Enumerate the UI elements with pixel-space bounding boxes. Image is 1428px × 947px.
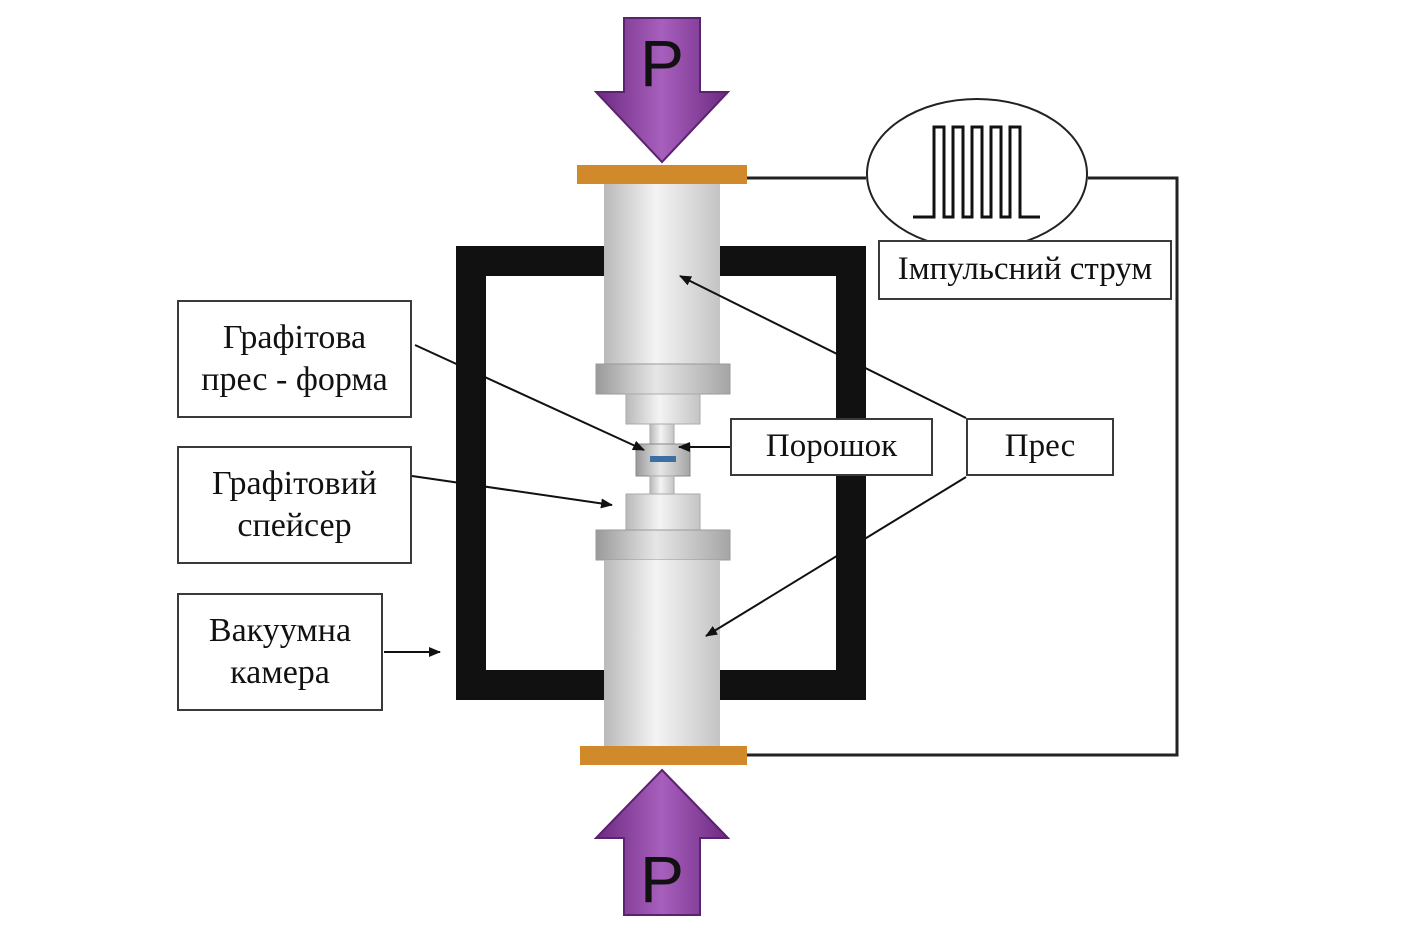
pulse-generator [866, 98, 1088, 250]
lower-piston-collar [595, 529, 731, 561]
spacer-arrow [411, 475, 613, 509]
circuit-wire [747, 176, 1179, 757]
upper-punch [649, 423, 675, 445]
top-force-label: P [640, 26, 684, 100]
powder-layer [650, 456, 676, 462]
graphite-spacer-label: Графітовий спейсер [177, 446, 412, 564]
lower-punch [649, 475, 675, 495]
bottom-force-arrow: P [593, 768, 731, 916]
die-arrow [414, 344, 645, 451]
upper-piston [604, 184, 720, 364]
vacuum-chamber-label: Вакуумна камера [177, 593, 383, 711]
bottom-electrode [580, 746, 747, 765]
pulse-current-label: Імпульсний струм [878, 240, 1172, 300]
powder-label: Порошок [730, 418, 933, 476]
top-force-arrow: P [593, 17, 731, 164]
press-label: Прес [966, 418, 1114, 476]
press-arrow-lower [705, 476, 967, 637]
lower-piston [604, 560, 720, 746]
press-arrow-upper [679, 275, 967, 419]
upper-piston-collar [595, 363, 731, 395]
lower-spacer [625, 493, 701, 531]
upper-spacer [625, 393, 701, 425]
top-electrode [577, 165, 747, 184]
pulse-waveform-icon [913, 125, 1040, 219]
bottom-force-label: P [640, 842, 684, 916]
graphite-die-label: Графітова прес - форма [177, 300, 412, 418]
